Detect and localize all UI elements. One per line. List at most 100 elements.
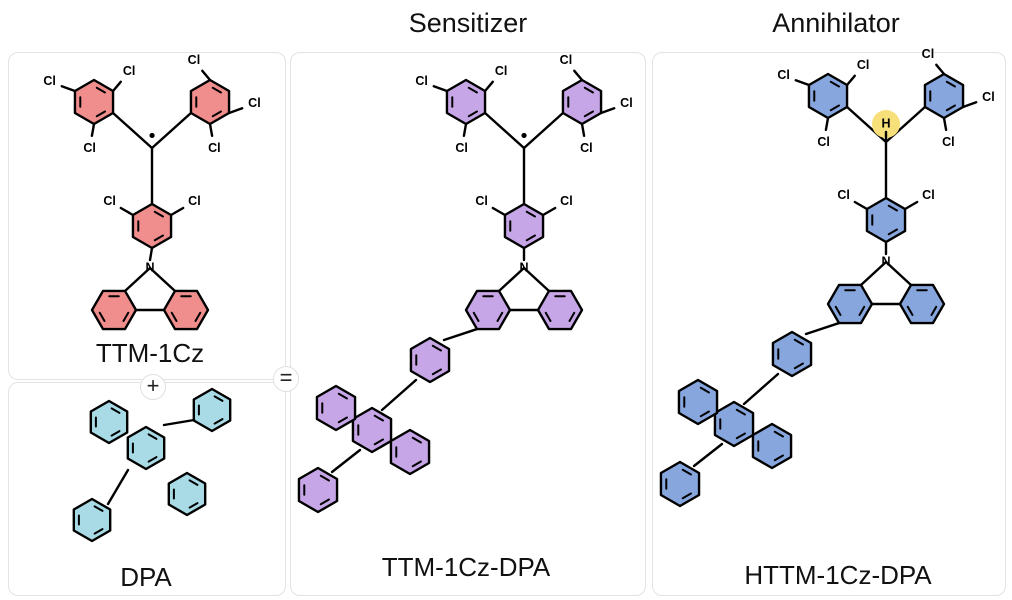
sensitizer-panel [290, 52, 646, 596]
ttm-1cz-label: TTM-1Cz [95, 338, 205, 368]
double-bond [319, 474, 330, 482]
cl-bond [903, 200, 919, 211]
bond [330, 448, 362, 474]
bond [150, 111, 193, 150]
double-bond [170, 311, 178, 322]
bond [380, 378, 418, 412]
double-bond [213, 395, 224, 402]
double-bond [188, 479, 199, 486]
double-bond [735, 408, 746, 416]
bond [148, 266, 177, 293]
double-bond [373, 414, 384, 422]
ttm-cl: Cl [123, 64, 136, 78]
annihilator-header: Annihilator [772, 8, 900, 38]
radical-dot: • [519, 126, 530, 147]
double-bond [887, 228, 898, 236]
double-bond [153, 210, 164, 218]
cl-bond [432, 85, 449, 93]
double-bond [793, 362, 804, 370]
cl-bond [201, 69, 212, 82]
cl-bond [491, 206, 507, 217]
double-bond [773, 430, 784, 438]
cl-bond [942, 116, 948, 132]
sens-cl: Cl [475, 194, 488, 208]
bond [859, 260, 888, 287]
bond [148, 246, 154, 262]
cl-bond [573, 69, 584, 82]
ttm-nitrogen-atom: N [145, 260, 154, 274]
double-bond [945, 104, 956, 112]
double-bond [583, 110, 594, 118]
bond [692, 442, 724, 468]
double-bond [213, 418, 224, 425]
ttm-cl: Cl [83, 141, 96, 155]
cl-bond [227, 107, 244, 115]
double-bond [110, 407, 121, 414]
double-bond [147, 456, 158, 463]
double-bond [681, 468, 692, 476]
double-bond [411, 436, 422, 444]
cl-bond [853, 200, 869, 211]
cl-bond [541, 206, 557, 217]
double-bond [735, 432, 746, 440]
hydrogen-atom: H [881, 116, 890, 130]
sens-cl: Cl [455, 141, 468, 155]
cl-bond [961, 101, 978, 109]
bond [742, 372, 780, 406]
cl-bond [462, 122, 468, 138]
double-bond [95, 86, 106, 94]
double-bond [834, 305, 842, 316]
dpa-label: DPA [120, 562, 172, 592]
sens-cl: Cl [620, 96, 633, 110]
bond [522, 266, 551, 293]
double-bond [887, 204, 898, 212]
annihilator-panel [652, 52, 1006, 596]
double-bond [525, 210, 536, 218]
double-bond [496, 311, 504, 322]
double-bond [525, 234, 536, 242]
ttm-cl: Cl [188, 194, 201, 208]
double-bond [681, 492, 692, 500]
bond [522, 111, 565, 150]
bond [123, 266, 152, 293]
cl-bond [845, 74, 856, 87]
ann-cl: Cl [777, 68, 790, 82]
double-bond [930, 305, 938, 316]
double-bond [373, 438, 384, 446]
double-bond [906, 305, 914, 316]
ttm-cl: Cl [208, 141, 221, 155]
ann-cl: Cl [982, 90, 995, 104]
double-bond [153, 234, 164, 242]
cl-bond [90, 122, 96, 138]
hydrogen-highlight [872, 110, 900, 138]
ann-cl: Cl [837, 188, 850, 202]
cl-bond [599, 107, 616, 115]
double-bond [773, 454, 784, 462]
ann-cl: Cl [922, 47, 935, 61]
double-bond [467, 110, 478, 118]
sens-cl: Cl [560, 194, 573, 208]
cl-bond [119, 206, 135, 217]
double-bond [211, 86, 222, 94]
sensitizer-header: Sensitizer [408, 8, 528, 38]
ann-cl: Cl [857, 58, 870, 72]
double-bond [110, 430, 121, 437]
double-bond [467, 86, 478, 94]
ttm-1cz-dpa-label: TTM-1Cz-DPA [381, 552, 551, 582]
sens-cl: Cl [580, 141, 593, 155]
double-bond [829, 80, 840, 88]
dpa-panel [8, 382, 286, 596]
plus-operator: + [140, 374, 166, 400]
cl-bond [60, 85, 77, 93]
double-bond [411, 460, 422, 468]
radical-dot: • [147, 126, 158, 147]
cl-bond [794, 79, 811, 87]
ttm-cl: Cl [103, 194, 116, 208]
bond [162, 418, 196, 427]
double-bond [211, 110, 222, 118]
double-bond [337, 416, 348, 424]
ann-cl: Cl [942, 135, 955, 149]
cl-bond [824, 116, 830, 132]
bond [442, 327, 479, 342]
